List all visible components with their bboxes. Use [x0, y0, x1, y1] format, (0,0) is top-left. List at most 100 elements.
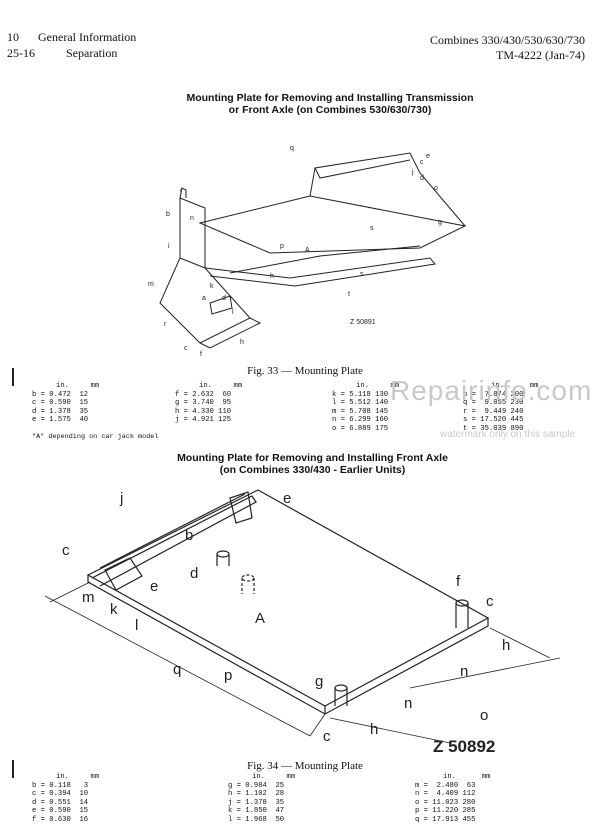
fig34-label: o	[480, 707, 488, 724]
fig34-label: l	[135, 617, 138, 634]
fig34-label: A	[255, 610, 265, 627]
fig33-label: f	[200, 351, 202, 358]
table-row: g = 3.740 95	[175, 399, 232, 408]
fig33-label: c	[420, 159, 424, 166]
fig34-label: e	[283, 490, 291, 507]
table-row: e = 1.575 40	[32, 416, 89, 425]
table-row: n = 6.299 160	[332, 416, 389, 425]
fig33-note: "A" depending on car jack model	[32, 433, 159, 441]
table-row: e = 0.590 15	[32, 807, 89, 816]
table-row: c = 0.590 15	[32, 399, 89, 408]
table-row: q = 9.055 230	[463, 399, 524, 408]
fig33-title-line2: or Front Axle (on Combines 530/630/730)	[228, 104, 432, 116]
subsection-title: Separation	[66, 46, 118, 60]
table-row: l = 5.512 140	[332, 399, 389, 408]
fig34-drawing-id: Z 50892	[433, 737, 495, 756]
change-bar	[12, 368, 14, 386]
change-bar	[12, 760, 14, 778]
fig33-label: e	[426, 153, 430, 160]
table-row: r = 9.449 240	[463, 407, 524, 416]
table-row: k = 5.118 130	[332, 390, 389, 399]
fig34-title-line1: Mounting Plate for Removing and Installi…	[177, 452, 448, 464]
section-title: General Information	[38, 30, 137, 44]
fig34-label: d	[190, 565, 198, 582]
fig34-label: p	[224, 667, 232, 684]
table-row: g = 0.984 25	[228, 781, 285, 790]
fig34-plate	[86, 489, 490, 715]
col-head: mm	[90, 382, 100, 390]
table-row: t = 35.039 890	[463, 424, 524, 433]
table-row: k = 1.850 47	[228, 807, 285, 816]
fig34-label: e	[150, 578, 158, 595]
fig34-drawing: j e b c d e m k l A f c h q p n g n o c …	[44, 489, 561, 756]
fig34-dim-lines	[44, 581, 561, 744]
fig34-label: h	[370, 721, 378, 738]
table-row: p = 7.874 200	[463, 390, 524, 399]
col-head: mm	[529, 382, 539, 390]
fig33-label: h	[270, 273, 274, 280]
col-head: mm	[286, 773, 296, 781]
col-head: in.	[252, 773, 265, 781]
col-head: in.	[56, 773, 69, 781]
fig34-label: f	[456, 573, 461, 590]
table-row: h = 1.102 28	[228, 790, 285, 799]
fig33-drawing: q e j c d o g s f b n p A h i m k d a l …	[148, 145, 467, 358]
col-head: mm	[233, 382, 243, 390]
fig33-label: c	[184, 345, 188, 352]
fig33-label: d	[222, 295, 226, 302]
fig34-label: q	[173, 661, 181, 678]
fig33-label: i	[168, 243, 170, 250]
fig33-title: Mounting Plate for Removing and Installi…	[120, 92, 540, 116]
fig33-label: f	[180, 189, 182, 196]
table-row: b = 0.118 3	[32, 781, 89, 790]
fig33-label: l	[232, 309, 234, 316]
table-row: c = 0.394 10	[32, 790, 89, 799]
fig34-title-line2: (on Combines 330/430 - Earlier Units)	[219, 464, 406, 476]
fig33-label: o	[434, 185, 438, 192]
fig34-label: g	[315, 673, 323, 690]
fig33-label: A	[305, 247, 310, 254]
table-row: f = 0.630 16	[32, 815, 89, 824]
table-row: j = 1.378 35	[228, 798, 285, 807]
manual-id: TM-4222 (Jan-74)	[496, 48, 585, 62]
col-head: mm	[390, 382, 400, 390]
fig33-label: g	[438, 219, 442, 226]
fig33-label: q	[290, 145, 294, 152]
fig33-label: r	[164, 321, 167, 328]
fig33-frame	[159, 152, 467, 349]
fig33-label: p	[280, 243, 284, 250]
fig33-label: h	[240, 339, 244, 346]
fig33-label: a	[202, 295, 206, 302]
table-row: p = 11.220 285	[415, 807, 476, 816]
col-head: in.	[356, 382, 369, 390]
col-head: in.	[443, 773, 456, 781]
fig34-label: h	[502, 637, 510, 654]
watermark-main: Repairinfo.com	[390, 375, 593, 406]
fig34-title: Mounting Plate for Removing and Installi…	[140, 452, 485, 476]
table-row: b = 0.472 12	[32, 390, 89, 399]
fig34-label: c	[323, 728, 331, 745]
fig34-label: n	[460, 663, 468, 680]
fig34-label: c	[62, 542, 70, 559]
table-row: o = 11.023 280	[415, 798, 476, 807]
fig34-label: k	[110, 601, 118, 618]
fig34-label: b	[185, 527, 193, 544]
fig33-label: j	[411, 169, 414, 176]
fig33-caption: Fig. 33 — Mounting Plate	[247, 365, 363, 377]
table-row: o = 6.889 175	[332, 424, 389, 433]
table-row: h = 4.330 110	[175, 407, 232, 416]
fig34-caption: Fig. 34 — Mounting Plate	[247, 760, 363, 772]
fig34-label: j	[119, 490, 123, 507]
table-row: f = 2.632 60	[175, 390, 232, 399]
fig34-dim-labels: j e b c d e m k l A f c h q p n g n o c …	[62, 490, 510, 756]
product-title: Combines 330/430/530/630/730	[429, 33, 585, 47]
fig33-label: n	[190, 215, 194, 222]
fig33-label: s	[360, 271, 364, 278]
table-row: d = 0.551 14	[32, 798, 89, 807]
col-head: mm	[481, 773, 491, 781]
